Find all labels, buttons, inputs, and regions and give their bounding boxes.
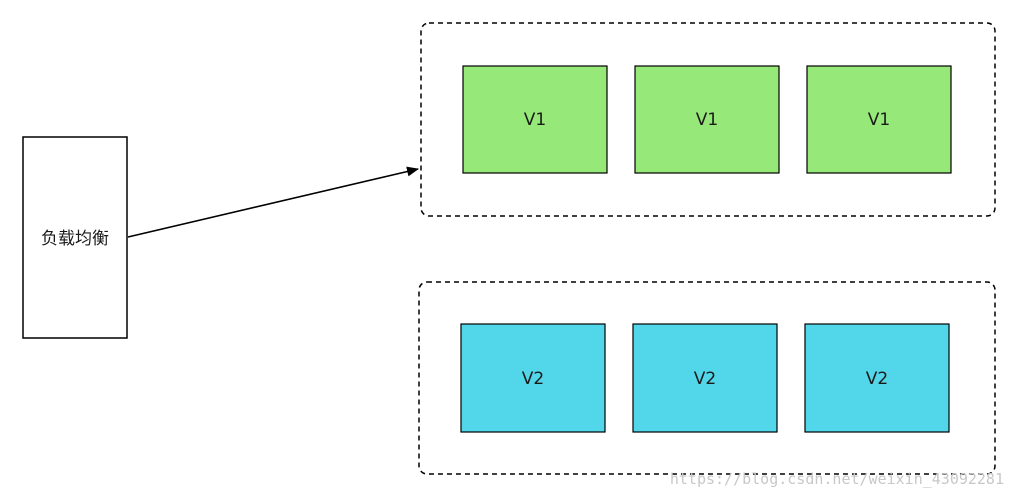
instance-v2-3: V2 bbox=[804, 323, 950, 433]
instance-label: V1 bbox=[868, 110, 890, 130]
instance-v1-1: V1 bbox=[462, 65, 608, 174]
instance-label: V1 bbox=[696, 110, 718, 130]
group-v1-boundary bbox=[420, 22, 996, 217]
instance-v2-1: V2 bbox=[460, 323, 606, 433]
instance-label: V2 bbox=[522, 369, 544, 389]
load-balancer-label: 负载均衡 bbox=[41, 229, 109, 249]
traffic-arrow bbox=[127, 166, 419, 238]
group-v1: V1 V1 V1 bbox=[420, 22, 996, 217]
instance-label: V2 bbox=[694, 369, 716, 389]
instance-label: V1 bbox=[524, 110, 546, 130]
group-v2: V2 V2 V2 bbox=[418, 281, 996, 475]
group-v2-boundary bbox=[418, 281, 996, 475]
instance-label: V2 bbox=[866, 369, 888, 389]
load-balancer-node: 负载均衡 bbox=[22, 136, 128, 339]
instance-v2-2: V2 bbox=[632, 323, 778, 433]
instance-v1-2: V1 bbox=[634, 65, 780, 174]
instance-v1-3: V1 bbox=[806, 65, 952, 174]
watermark-text: https://blog.csdn.net/weixin_43092281 bbox=[670, 470, 1004, 488]
